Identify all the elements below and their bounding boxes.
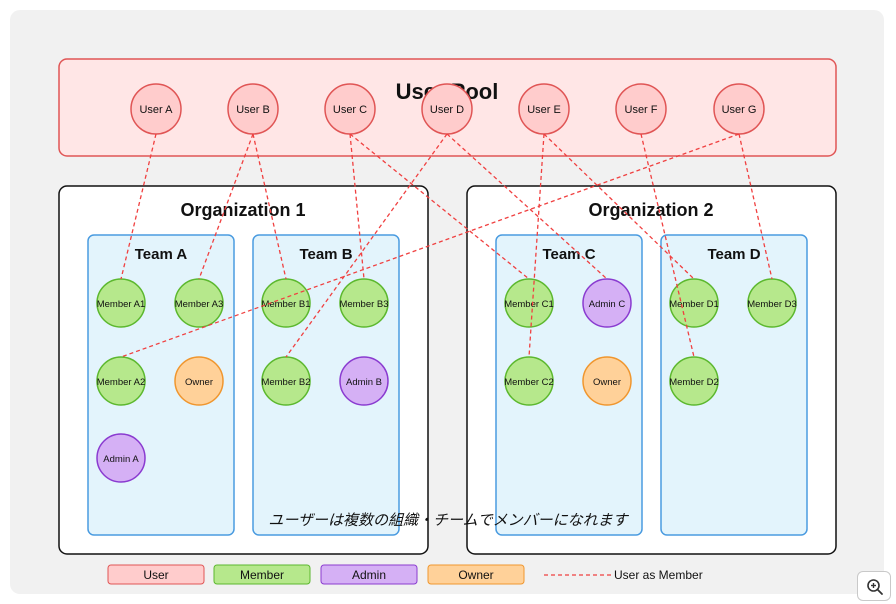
user-nodes: User A User B User C User D User E User … [130, 83, 765, 135]
organization-1-title: Organization 1 [180, 200, 305, 220]
zoom-in-button[interactable] [857, 571, 891, 601]
member-a2-label: Member A2 [97, 377, 146, 388]
owner-a-node[interactable] [174, 356, 224, 406]
legend-admin-swatch [320, 564, 418, 585]
member-c1-label: Member C1 [504, 299, 554, 310]
user-a-label: User A [139, 104, 173, 116]
link-user-c-member-c1 [349, 133, 530, 280]
admin-b-label: Admin B [346, 377, 382, 388]
user-g-label: User G [722, 104, 757, 116]
member-d3-label: Member D3 [747, 299, 797, 310]
team-d-nodes: Member D1 Member D3 Member D2 [669, 278, 797, 406]
legend-owner-swatch [427, 564, 525, 585]
legend-user-swatch [107, 564, 205, 585]
team-b-nodes: Member B1 Member B3 Member B2 Admin B [261, 278, 389, 406]
member-b1-label: Member B1 [261, 299, 310, 310]
user-f-label: User F [625, 104, 658, 116]
link-user-b-member-b1 [252, 133, 287, 280]
member-c2-node[interactable] [504, 356, 554, 406]
legend-admin-label: Admin [352, 568, 386, 582]
owner-a-label: Owner [185, 377, 213, 388]
admin-a-node[interactable] [96, 433, 146, 483]
link-user-e-member-c2 [528, 133, 545, 358]
admin-c-label: Admin C [589, 299, 626, 310]
legend: User Member Admin Owner User as Member [107, 564, 703, 585]
team-c-nodes: Member C1 Admin C Member C2 Owner [504, 278, 632, 406]
member-b3-label: Member B3 [339, 299, 388, 310]
legend-user-label: User [143, 568, 168, 582]
owner-c-label: Owner [593, 377, 621, 388]
link-user-b-member-a3 [198, 133, 254, 280]
team-a-title: Team A [135, 246, 188, 263]
team-d-title: Team D [707, 246, 760, 263]
legend-member-label: Member [240, 568, 284, 582]
member-d2-node[interactable] [669, 356, 719, 406]
admin-b-node[interactable] [339, 356, 389, 406]
legend-link-label: User as Member [614, 568, 703, 582]
legend-owner-label: Owner [458, 568, 493, 582]
link-user-g-member-d3 [738, 133, 773, 280]
owner-c-node[interactable] [582, 356, 632, 406]
organization-2-title: Organization 2 [588, 200, 713, 220]
diagram-note: ユーザーは複数の組織・チームでメンバーになれます [268, 512, 629, 529]
user-c-label: User C [333, 104, 367, 116]
member-b2-label: Member B2 [261, 377, 310, 388]
link-user-a-member-a1 [120, 133, 157, 280]
user-d-label: User D [430, 104, 464, 116]
member-a3-label: Member A3 [175, 299, 224, 310]
admin-c-node[interactable] [582, 278, 632, 328]
team-c-title: Team C [542, 246, 595, 263]
link-user-g-member-a2 [120, 133, 740, 358]
member-a1-label: Member A1 [97, 299, 146, 310]
member-d1-label: Member D1 [669, 299, 719, 310]
team-b-title: Team B [299, 246, 352, 263]
team-a-nodes: Member A1 Member A3 Member A2 Owner Admi… [96, 278, 224, 483]
member-c2-label: Member C2 [504, 377, 554, 388]
user-e-label: User E [527, 104, 561, 116]
membership-links [120, 133, 773, 358]
member-c1-node[interactable] [504, 278, 554, 328]
member-d1-node[interactable] [669, 278, 719, 328]
link-user-f-member-d2 [640, 133, 695, 358]
member-b3-node[interactable] [339, 278, 389, 328]
member-d2-label: Member D2 [669, 377, 719, 388]
admin-a-label: Admin A [103, 454, 139, 465]
member-a2-node[interactable] [96, 356, 146, 406]
user-b-label: User B [236, 104, 270, 116]
link-user-d-member-b2 [285, 133, 448, 358]
zoom-in-icon [867, 579, 883, 595]
legend-member-swatch [213, 564, 311, 585]
link-user-c-member-b3 [349, 133, 365, 280]
link-user-d-admin-c [446, 133, 608, 280]
